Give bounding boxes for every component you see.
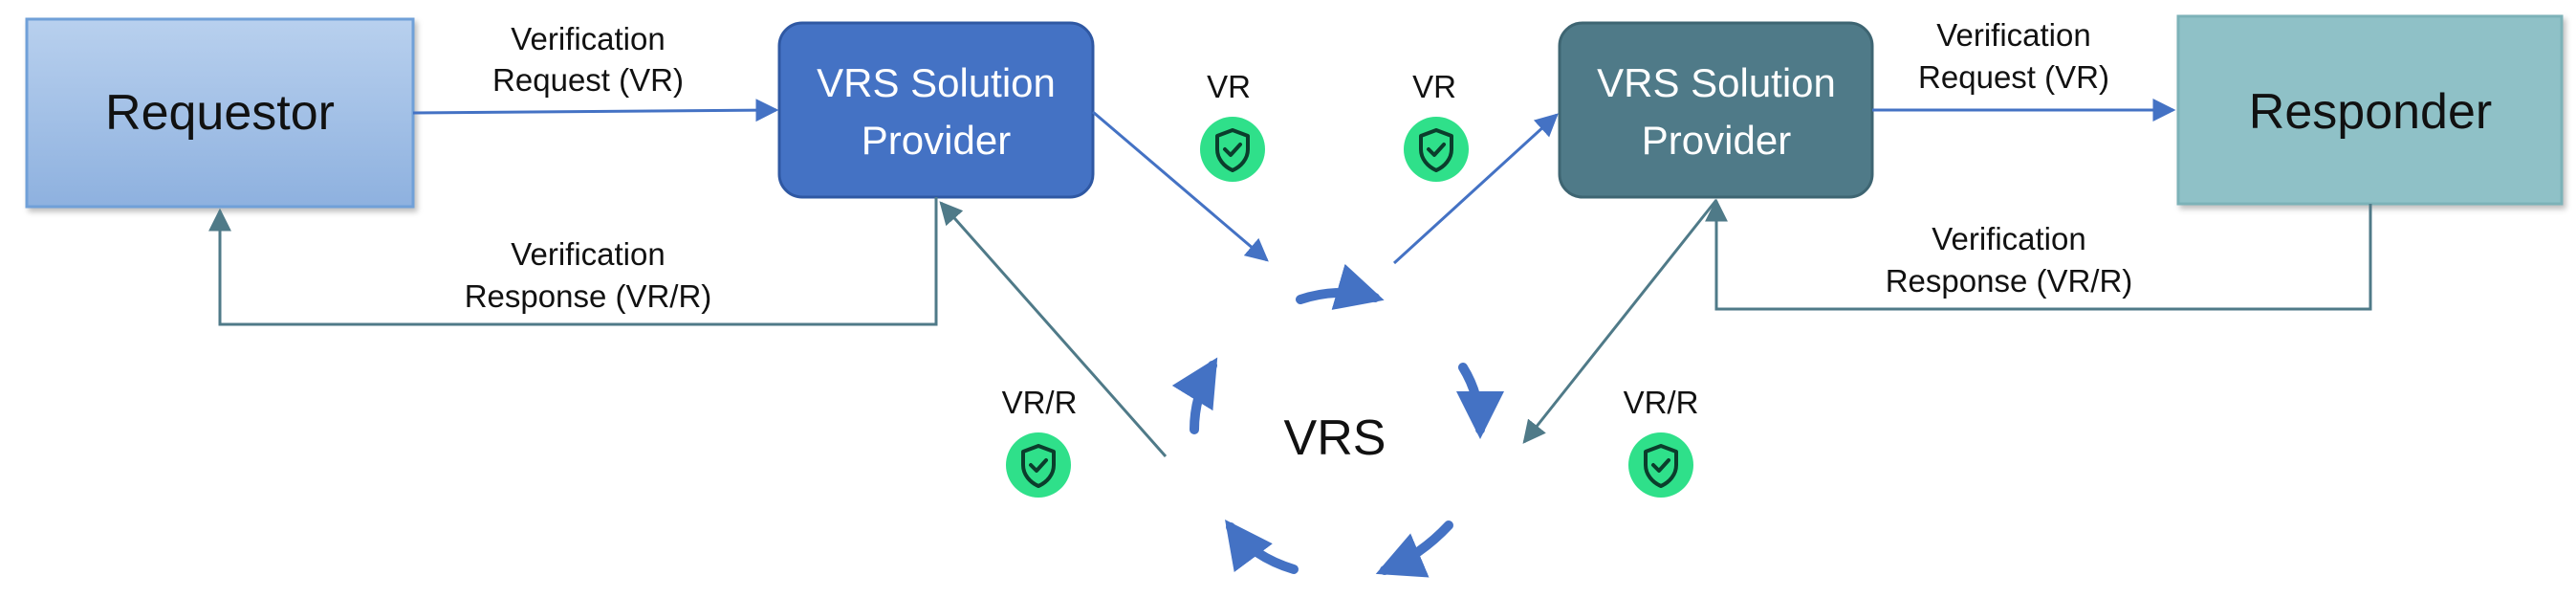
left-response-label-line1: Verification [511, 236, 665, 272]
vrs-cycle-arrow-left [1171, 357, 1218, 434]
left-response-label-line2: Response (VR/R) [465, 278, 712, 314]
vrr-left-badge-label: VR/R [1002, 385, 1078, 420]
right-response-arrow [1705, 198, 2372, 311]
vr-right-badge: VR [1404, 69, 1469, 182]
vrs-cycle-arrow-bottom [1375, 520, 1453, 578]
vrs-center-label: VRS [1284, 410, 1386, 466]
left-request-arrow [412, 99, 779, 122]
vr-right-badge-label: VR [1412, 69, 1456, 104]
left-request-label-line1: Verification [511, 21, 665, 56]
provider-right-line2: Provider [1642, 118, 1791, 163]
vrs-to-right-provider-arrow [1392, 113, 1559, 265]
responder-node: Responder [2176, 14, 2564, 206]
right-provider-to-vrs-arrow [1522, 199, 1718, 444]
right-response-label-line2: Response (VR/R) [1886, 263, 2133, 299]
requestor-label: Requestor [105, 85, 335, 141]
shield-check-icon [1628, 432, 1693, 498]
right-request-label-line2: Request (VR) [1918, 59, 2109, 95]
vr-left-badge-label: VR [1207, 69, 1251, 104]
requestor-node: Requestor [25, 17, 415, 209]
vrr-left-badge: VR/R [1002, 385, 1078, 498]
right-request-label-line1: Verification [1936, 17, 2090, 53]
provider-left-line1: VRS Solution [817, 60, 1056, 105]
shield-check-icon [1404, 117, 1469, 182]
vrr-right-badge-label: VR/R [1624, 385, 1699, 420]
provider-right-node: VRS Solution Provider [1558, 21, 1874, 199]
left-request-label-line2: Request (VR) [492, 62, 684, 98]
shield-check-icon [1006, 432, 1071, 498]
shield-check-icon [1200, 117, 1265, 182]
vr-left-badge: VR [1200, 69, 1265, 182]
right-response-label-line1: Verification [1932, 221, 2085, 256]
left-response-arrow [208, 197, 938, 326]
provider-left-node: VRS Solution Provider [777, 21, 1095, 199]
vrs-to-left-provider-arrow [939, 201, 1168, 457]
vrs-cycle: VRS [1171, 263, 1504, 578]
vrr-right-badge: VR/R [1624, 385, 1699, 498]
vrs-cycle-arrow-right [1455, 363, 1504, 439]
responder-label: Responder [2249, 84, 2492, 140]
provider-left-line2: Provider [862, 118, 1011, 163]
vrs-cycle-arrow-top [1296, 263, 1385, 310]
left-provider-to-vrs-arrow [1092, 110, 1269, 262]
provider-right-line1: VRS Solution [1597, 60, 1836, 105]
vrs-cycle-arrow-bottom-left [1225, 519, 1299, 574]
